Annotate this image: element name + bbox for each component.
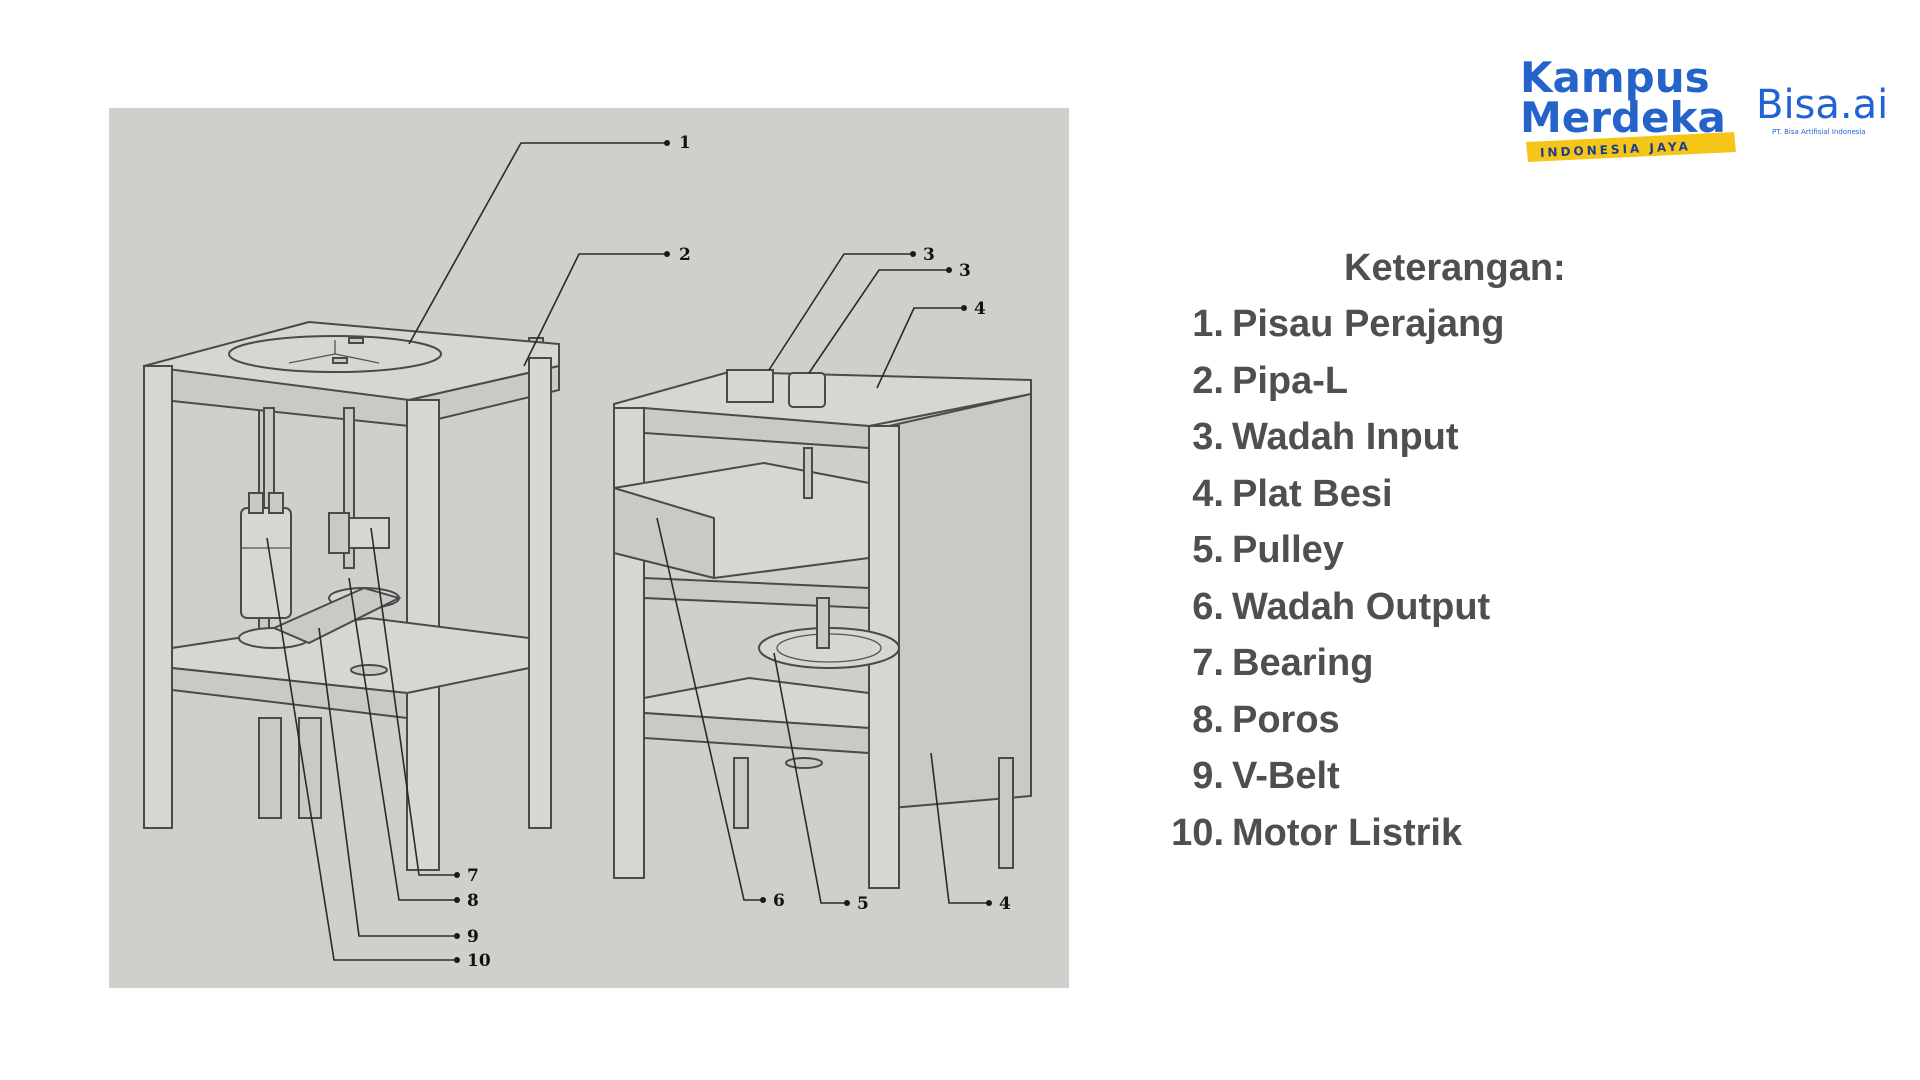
callout-leaders bbox=[266, 140, 992, 963]
bisa-logo-sub: PT. Bisa Artifisial Indonesia bbox=[1772, 128, 1866, 136]
callout-2: 2 bbox=[679, 245, 691, 265]
legend-item-number: 5. bbox=[1192, 529, 1224, 571]
callout-5: 5 bbox=[857, 894, 869, 914]
partner-logos: Kampus Merdeka INDONESIA JAYA Bisa.ai PT… bbox=[1518, 50, 1908, 170]
legend-item: 5.Pulley bbox=[1160, 522, 1720, 579]
callout-3b: 3 bbox=[959, 261, 971, 281]
legend-item: 1.Pisau Perajang bbox=[1160, 296, 1720, 353]
callout-8: 8 bbox=[467, 891, 479, 911]
legend-item-label: Wadah Output bbox=[1232, 585, 1491, 628]
legend-item-label: Plat Besi bbox=[1232, 472, 1393, 515]
legend-item: 2.Pipa-L bbox=[1160, 353, 1720, 410]
legend-item-number: 7. bbox=[1192, 642, 1224, 684]
legend-item-label: Pipa-L bbox=[1232, 359, 1349, 402]
kampus-logo-ribbon bbox=[1526, 132, 1736, 162]
kampus-merdeka-logo: Kampus Merdeka INDONESIA JAYA bbox=[1520, 53, 1736, 162]
callout-7: 7 bbox=[467, 866, 479, 886]
legend-item: 8.Poros bbox=[1160, 692, 1720, 749]
legend-item: 3.Wadah Input bbox=[1160, 409, 1720, 466]
legend-item: 7.Bearing bbox=[1160, 635, 1720, 692]
legend-item-label: Bearing bbox=[1232, 642, 1374, 684]
callout-4b: 4 bbox=[999, 894, 1011, 914]
bisa-ai-logo: Bisa.ai PT. Bisa Artifisial Indonesia bbox=[1756, 82, 1888, 136]
legend-item-number: 6. bbox=[1192, 585, 1224, 628]
callout-1: 1 bbox=[679, 133, 691, 153]
kampus-logo-tagline: INDONESIA JAYA bbox=[1540, 139, 1691, 160]
callout-10: 10 bbox=[467, 951, 491, 971]
logos-svg: Kampus Merdeka INDONESIA JAYA Bisa.ai PT… bbox=[1520, 53, 1888, 162]
callout-numbers: 1 2 3 3 4 4 5 6 7 8 9 10 bbox=[467, 133, 1011, 971]
legend-item-label: Pisau Perajang bbox=[1232, 303, 1505, 345]
legend-item-number: 3. bbox=[1192, 416, 1224, 458]
machine-technical-drawing: 1 2 3 3 4 4 5 6 7 8 9 10 bbox=[109, 108, 1069, 988]
legend-item-number: 9. bbox=[1192, 755, 1224, 797]
bisa-logo-name: Bisa.ai bbox=[1756, 82, 1888, 128]
legend-item-number: 8. bbox=[1192, 698, 1224, 741]
legend-list: Keterangan: 1.Pisau Perajang 2.Pipa-L 3.… bbox=[1160, 240, 1720, 861]
legend-item: 10.Motor Listrik bbox=[1160, 805, 1720, 862]
left-machine bbox=[143, 320, 560, 871]
legend-title: Keterangan: bbox=[1344, 247, 1566, 289]
callout-4a: 4 bbox=[974, 299, 986, 319]
legend-item-label: Motor Listrik bbox=[1232, 811, 1463, 854]
legend-item-number: 1. bbox=[1192, 303, 1224, 345]
machine-drawing-svg: 1 2 3 3 4 4 5 6 7 8 9 10 bbox=[143, 133, 1032, 971]
legend-item: 9.V-Belt bbox=[1160, 748, 1720, 805]
legend-item-label: Pulley bbox=[1232, 529, 1344, 571]
kampus-logo-line2: Merdeka bbox=[1520, 93, 1726, 142]
callout-9: 9 bbox=[467, 927, 479, 947]
legend-item-number: 4. bbox=[1192, 472, 1224, 515]
legend-item-label: V-Belt bbox=[1232, 755, 1340, 797]
callout-6: 6 bbox=[773, 891, 785, 911]
legend-item-number: 2. bbox=[1192, 359, 1224, 402]
kampus-logo-line1: Kampus bbox=[1520, 53, 1710, 102]
legend-item-label: Wadah Input bbox=[1232, 416, 1459, 458]
legend-item: 6.Wadah Output bbox=[1160, 579, 1720, 636]
legend-item-number: 10. bbox=[1171, 811, 1224, 854]
legend-item: 4.Plat Besi bbox=[1160, 466, 1720, 523]
right-machine bbox=[613, 369, 1032, 889]
callout-3a: 3 bbox=[923, 245, 935, 265]
legend-item-label: Poros bbox=[1232, 698, 1340, 741]
